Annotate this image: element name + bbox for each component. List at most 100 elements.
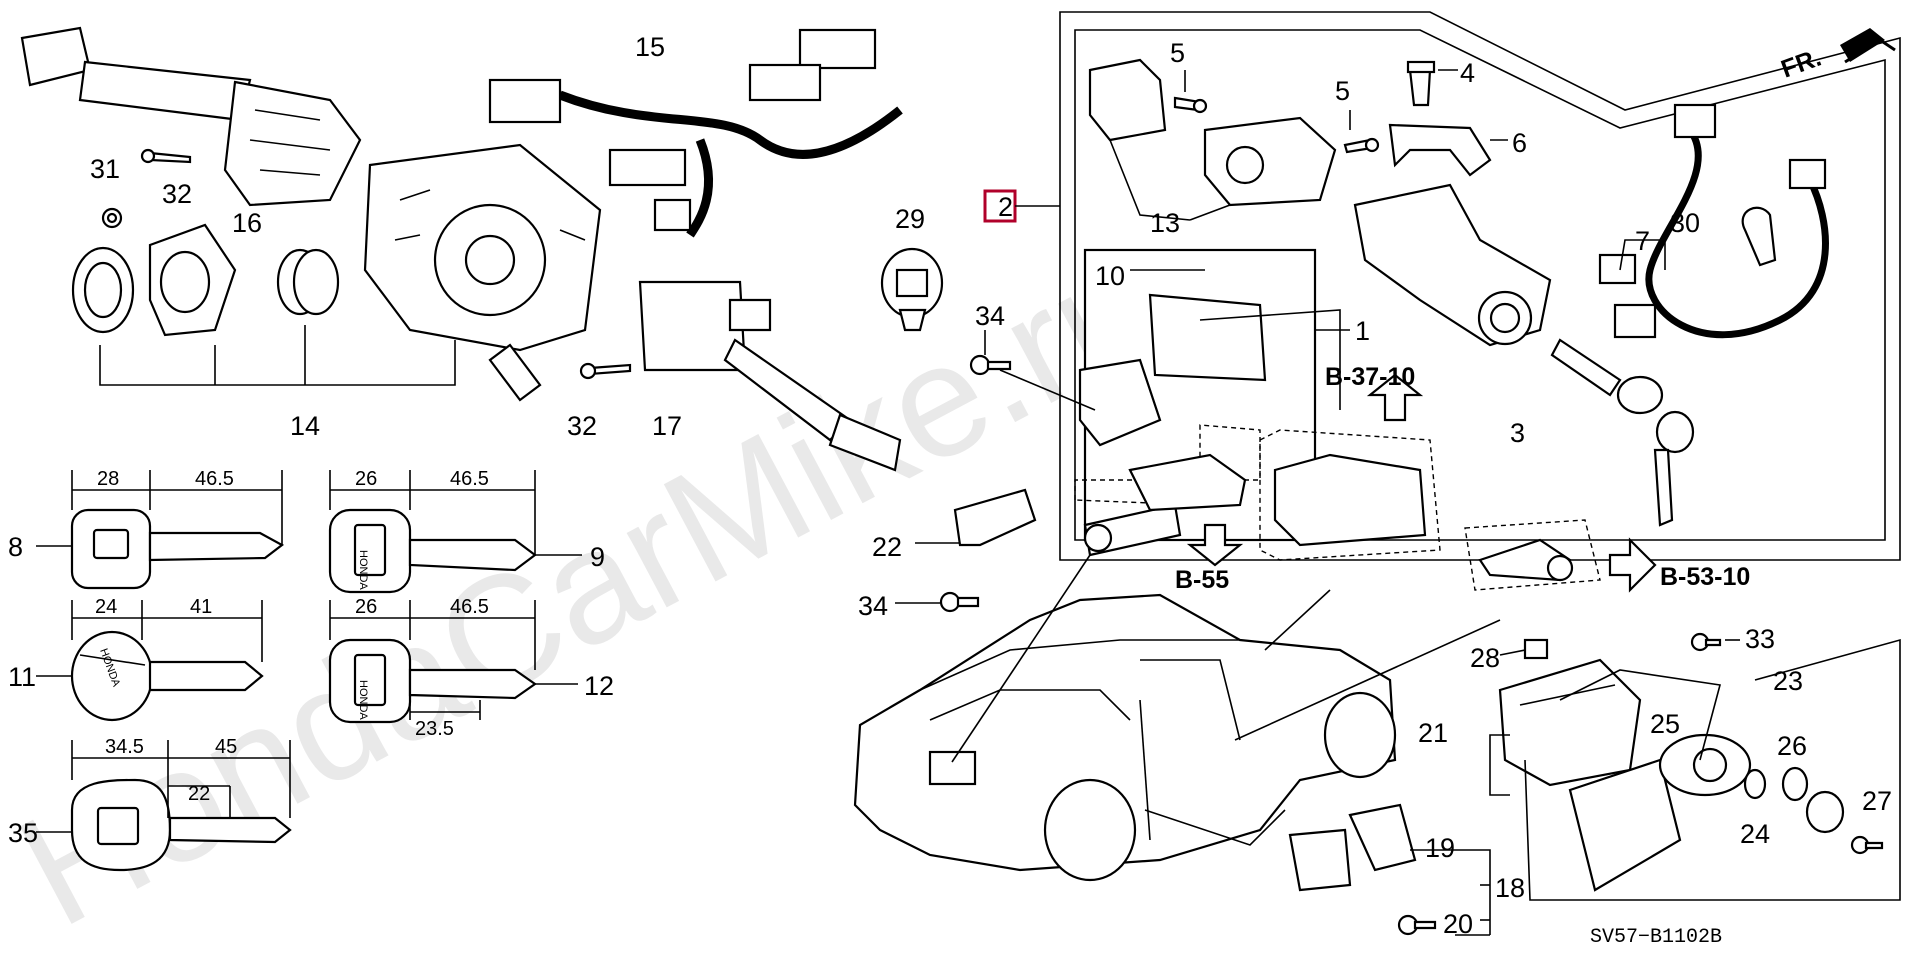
part-4-bolt[interactable] [1406,60,1436,107]
part-6-clamp[interactable] [1388,123,1492,177]
part-27-screw[interactable] [1850,835,1884,855]
lower-leaders [1410,638,1901,935]
part-34-bolt-upper[interactable] [969,354,1012,376]
callout-18: 18 [1495,873,1525,903]
part-33-screw[interactable] [1690,632,1722,652]
part-13-bracket[interactable] [1088,58,1167,142]
part-35-key[interactable] [70,778,292,872]
callout-2: 2 [998,192,1013,222]
svg-text:HONDA: HONDA [357,680,369,720]
part-7-harness[interactable] [1598,103,1829,339]
dim-k35-inner: 22 [188,783,210,805]
callout-19: 19 [1425,833,1455,863]
diagram-code: SV57−B1102B [1590,926,1722,949]
part-11-key[interactable] [70,630,264,722]
callout-9: 9 [590,542,605,572]
dim-k9-head: 26 [355,468,377,490]
part-22-bracket[interactable] [953,488,1037,547]
callout-25: 25 [1650,709,1680,739]
callout-24: 24 [1740,819,1770,849]
part-b55-trunk-cylinder[interactable] [1074,424,1261,557]
part-20-screw[interactable] [1397,914,1437,936]
callout-5a: 5 [1170,38,1185,68]
callout-33: 33 [1745,624,1775,654]
callout-3: 3 [1510,418,1525,448]
callout-22: 22 [872,532,902,562]
callout-8: 8 [8,532,23,562]
part-24-washer[interactable] [1743,768,1767,800]
ref-b53-10[interactable]: B-53-10 [1660,563,1750,591]
part-29-switch-knob[interactable] [880,247,944,332]
part-23-fuel-lid[interactable] [1568,733,1752,892]
callout-6: 6 [1512,128,1527,158]
part-19-switch[interactable] [1348,803,1417,872]
callout-34b: 34 [858,591,888,621]
part-12-key[interactable] [328,638,537,724]
part-5-bolt-a[interactable] [1173,96,1208,114]
callout-11: 11 [8,662,36,692]
part-17-wiper-switch[interactable] [638,280,902,472]
part-25-cap[interactable] [1805,790,1845,834]
callout-35: 35 [8,818,38,848]
part-14-clockspring[interactable] [363,143,602,402]
callout-12: 12 [584,671,614,701]
part-9-key[interactable] [328,508,537,594]
dim-k35-blade: 45 [215,736,237,758]
callout-1: 1 [1355,316,1370,346]
leader-lines [951,309,1501,846]
part-30-clip[interactable] [1741,206,1777,267]
part-5-bolt-b[interactable] [1343,137,1380,154]
callout-34a: 34 [975,301,1005,331]
part-28-clip[interactable] [1523,638,1549,660]
callout-28: 28 [1470,643,1500,673]
front-direction-arrow [1840,28,1896,64]
callout-16: 16 [232,208,262,238]
part-8-key[interactable] [70,508,285,590]
callout-labels: 1 2 3 4 5 5 6 7 8 9 10 11 12 13 14 15 16… [8,32,1892,939]
dim-k11-blade: 41 [190,596,212,618]
part-13-cylinder[interactable] [1203,116,1337,207]
part-3-steering-lock[interactable] [1353,183,1552,347]
part-15-harness[interactable] [488,28,903,238]
callout-26: 26 [1777,731,1807,761]
callout-27: 27 [1862,786,1892,816]
callout-4: 4 [1460,58,1475,88]
part-3-keys[interactable] [1550,338,1695,527]
dim-k8-blade: 46.5 [195,468,234,490]
part-34-bolt-lower[interactable] [939,591,980,613]
callout-32a: 32 [162,179,192,209]
dimension-lines [71,470,536,818]
car-body[interactable] [853,593,1397,882]
part-18-switch[interactable] [1288,828,1352,892]
dim-k8-head: 28 [97,468,119,490]
callout-10: 10 [1095,261,1125,291]
callout-14: 14 [290,411,320,441]
svg-text:HONDA: HONDA [357,550,369,590]
callout-31: 31 [90,154,120,184]
part-21-control-unit[interactable] [1498,658,1642,787]
ref-b55[interactable]: B-55 [1175,566,1229,594]
callout-30: 30 [1670,208,1700,238]
part-32-screw-upper[interactable] [140,148,192,164]
callout-15: 15 [635,32,665,62]
dim-k12-blade: 46.5 [450,596,489,618]
part-26-ring[interactable] [1781,766,1809,802]
part-b37-module[interactable] [1259,429,1441,561]
dim-k35-head: 34.5 [105,736,144,758]
part-31-screw[interactable] [101,207,123,229]
dimension-labels: 28 46.5 26 46.5 24 41 26 46.5 23.5 34.5 … [95,468,489,805]
part-14-rings[interactable] [71,223,340,337]
part-16-switch[interactable] [20,26,362,207]
arrow-b55 [1186,523,1244,567]
callout-leaders [36,69,1740,936]
part-b53-door-handle[interactable] [1464,519,1601,591]
dim-k9-blade: 46.5 [450,468,489,490]
callout-13: 13 [1150,208,1180,238]
callout-21: 21 [1418,718,1448,748]
ref-b37-10[interactable]: B-37-10 [1325,363,1415,391]
lockset-outline [1059,11,1901,561]
part-32-screw-lower[interactable] [579,362,632,380]
dim-k11-head: 24 [95,596,117,618]
callout-20: 20 [1443,909,1473,939]
